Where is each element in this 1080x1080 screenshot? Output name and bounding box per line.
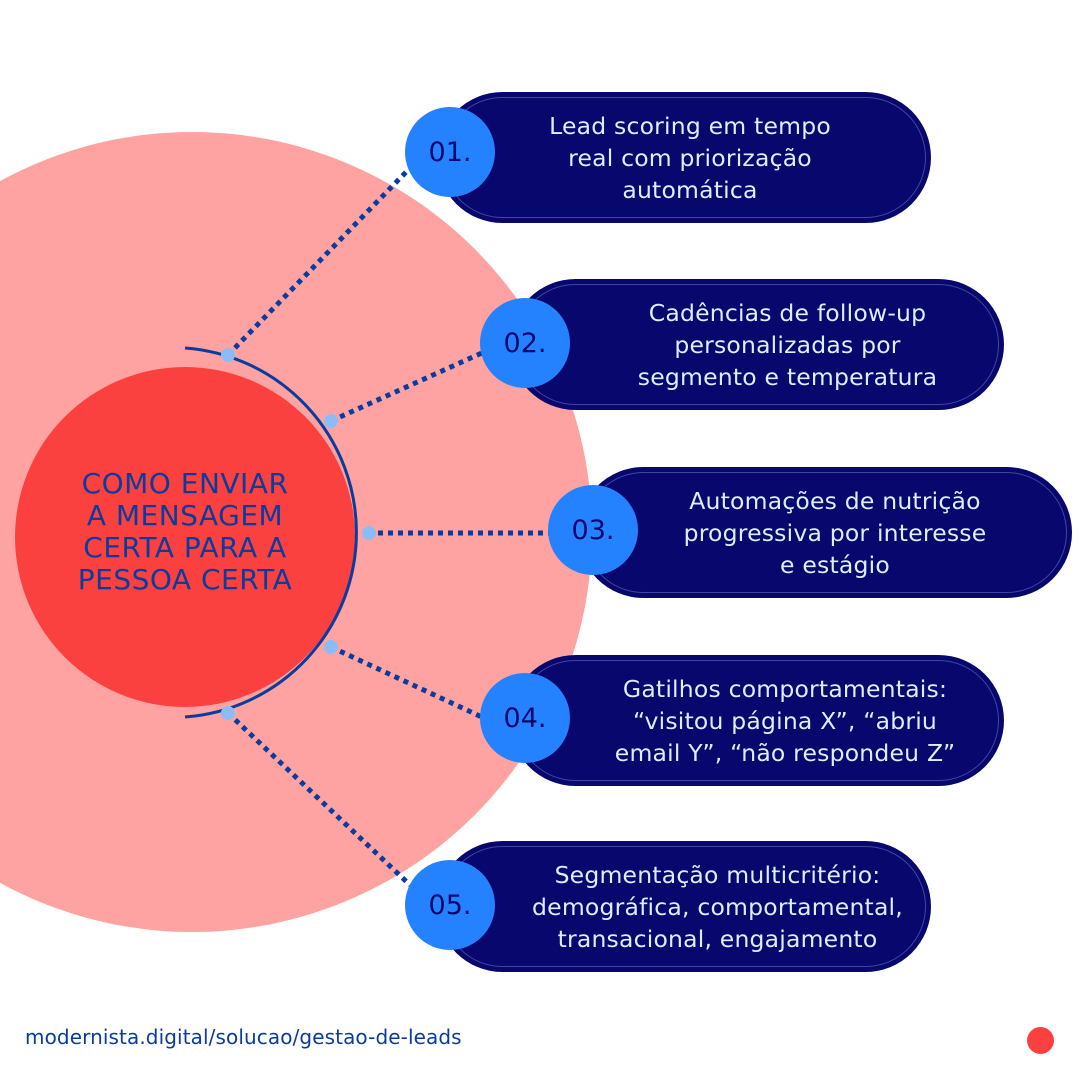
item-text-line: Lead scoring em tempo: [549, 111, 831, 140]
item-card-02: [510, 279, 1004, 410]
connectors: [226, 166, 550, 887]
item-text-line: “visitou página X”, “abriu: [632, 706, 938, 735]
connector-02: [329, 349, 486, 424]
connector-04: [329, 644, 486, 721]
item-text-line: personalizadas por: [674, 330, 901, 359]
center-circle: [15, 367, 355, 707]
connector-nodes: [221, 348, 376, 720]
connector-node-04: [324, 640, 338, 654]
item-text-line: segmento e temperatura: [637, 362, 938, 391]
item-number-badge-04: 04.: [480, 673, 570, 763]
connector-node-01: [221, 348, 235, 362]
connector-node-02: [324, 414, 338, 428]
item-text-01: Lead scoring em tempo real com priorizaç…: [500, 92, 880, 223]
center-title-line: A MENSAGEM: [86, 499, 284, 532]
item-text-line: progressiva por interesse: [683, 518, 987, 547]
item-card-05: [437, 841, 931, 972]
item-text-line: Gatilhos comportamentais:: [622, 674, 948, 703]
item-number-badge-02: 02.: [480, 298, 570, 388]
item-text-line: e estágio: [780, 550, 890, 579]
footer-url-link[interactable]: modernista.digital/solucao/gestao-de-lea…: [25, 1025, 462, 1049]
item-text-line: Cadências de follow-up: [648, 298, 927, 327]
item-card-03: [578, 467, 1072, 598]
center-title-line: PESSOA CERTA: [77, 563, 293, 596]
item-card-04: [510, 655, 1004, 786]
center-title-line: CERTA PARA A: [83, 531, 287, 564]
center-title-line: COMO ENVIAR: [81, 467, 289, 500]
connector-01: [226, 166, 412, 357]
connector-node-05: [221, 706, 235, 720]
item-text-line: automática: [622, 175, 758, 204]
item-number-badge-03: 03.: [548, 485, 638, 575]
item-text-line: Segmentação multicritério:: [554, 860, 881, 889]
item-text-line: real com priorização: [568, 143, 812, 172]
item-text-line: demográfica, comportamental,: [532, 892, 903, 921]
item-number-badge-05: 05.: [405, 860, 495, 950]
item-number-badge-01: 01.: [405, 107, 495, 197]
connector-05: [226, 711, 412, 887]
orbit-arc: [184, 346, 358, 719]
item-text-line: transacional, engajamento: [557, 924, 878, 953]
item-text-04: Gatilhos comportamentais: “visitou págin…: [585, 655, 985, 786]
item-text-02: Cadências de follow-up personalizadas po…: [590, 279, 985, 410]
item-card-01: [437, 92, 931, 223]
item-text-03: Automações de nutrição progressiva por i…: [655, 467, 1015, 598]
item-text-line: Automações de nutrição: [689, 486, 981, 515]
item-text-05: Segmentação multicritério: demográfica, …: [505, 841, 930, 972]
footer-brand-dot-icon: [1027, 1027, 1054, 1054]
center-title: COMO ENVIAR A MENSAGEM CERTA PARA A PESS…: [40, 468, 330, 596]
item-text-line: email Y”, “não respondeu Z”: [614, 738, 956, 767]
connector-node-03: [362, 526, 376, 540]
